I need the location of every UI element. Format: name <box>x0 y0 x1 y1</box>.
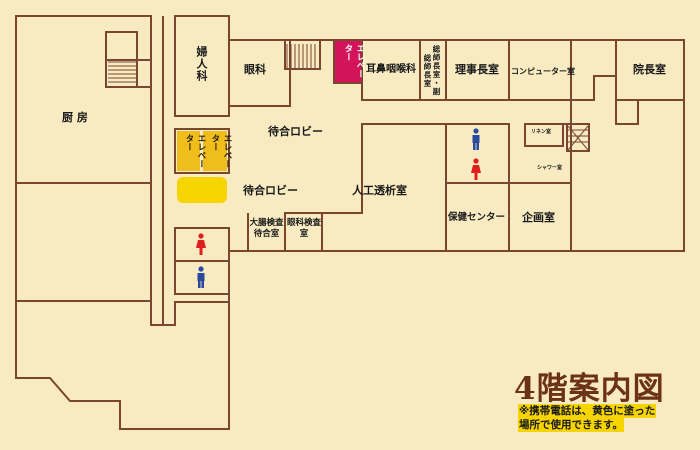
kitchen-room <box>15 15 152 184</box>
left-room-mid <box>15 182 152 302</box>
women-restroom-icon <box>471 158 481 180</box>
map-title: 4階案内図 <box>514 371 665 407</box>
mobile-note: ※携帯電話は、黄色に塗った 場所で使用できます。 <box>518 404 657 432</box>
computer-label: コンピューター室 <box>511 67 575 76</box>
linen-box <box>524 123 564 147</box>
women-restroom-icon <box>196 233 206 255</box>
elevator-b <box>203 131 227 171</box>
right-corridor <box>571 39 617 101</box>
mobile-note-line1: ※携帯電話は、黄色に塗った <box>518 404 657 418</box>
health-center-label: 保健センター <box>448 212 506 223</box>
waiting-lobby-label-2: 待合ロビー <box>243 184 298 197</box>
director-room <box>615 39 685 101</box>
stairs-icon <box>108 44 589 151</box>
ophthalmology-room <box>228 39 291 107</box>
obgyn-label: 婦人科 <box>195 46 208 82</box>
men-restroom-icon <box>197 266 205 288</box>
mobile-note-line2: 場所で使用できます。 <box>518 418 624 432</box>
colon-exam-label: 大腸検査待合室 <box>249 218 284 239</box>
elevator-c <box>335 41 361 82</box>
mobile-ok-zone <box>177 177 227 203</box>
elevator-a-label: エレベーター <box>184 134 206 168</box>
men-restroom-icon <box>472 128 480 150</box>
stairs-right <box>566 123 590 152</box>
east-wall <box>570 100 685 252</box>
stairs-top-left <box>105 31 138 88</box>
stairs-top-mid <box>284 39 321 70</box>
left-room-bottom <box>15 300 230 430</box>
eye-exam-label: 眼科検査室 <box>287 218 322 239</box>
ent-label: 耳鼻咽喉科 <box>366 64 416 75</box>
planning-label: 企画室 <box>522 211 555 224</box>
director-label: 院長室 <box>633 63 666 76</box>
linen-label: リネン室 <box>531 129 552 135</box>
ophthalmology-label: 眼科 <box>244 63 266 76</box>
director-ext <box>615 100 639 125</box>
computer-room <box>508 39 572 101</box>
kitchen-label: 厨 房 <box>62 111 88 124</box>
dialysis-label: 人工透析室 <box>352 184 407 197</box>
shower-label: シャワー室 <box>537 165 563 171</box>
elevator-bank <box>174 128 230 174</box>
kitchen-wall <box>16 15 164 326</box>
elevator-b-label: エレベーター <box>210 134 232 168</box>
elevator-a <box>177 131 200 171</box>
deputy-label: 総師長室・副総師長室 <box>423 45 441 96</box>
chair-label: 理事長室 <box>455 63 499 76</box>
elevator-c-label: エレベーター <box>343 44 365 78</box>
waiting-lobby-label-1: 待合ロビー <box>268 125 323 138</box>
